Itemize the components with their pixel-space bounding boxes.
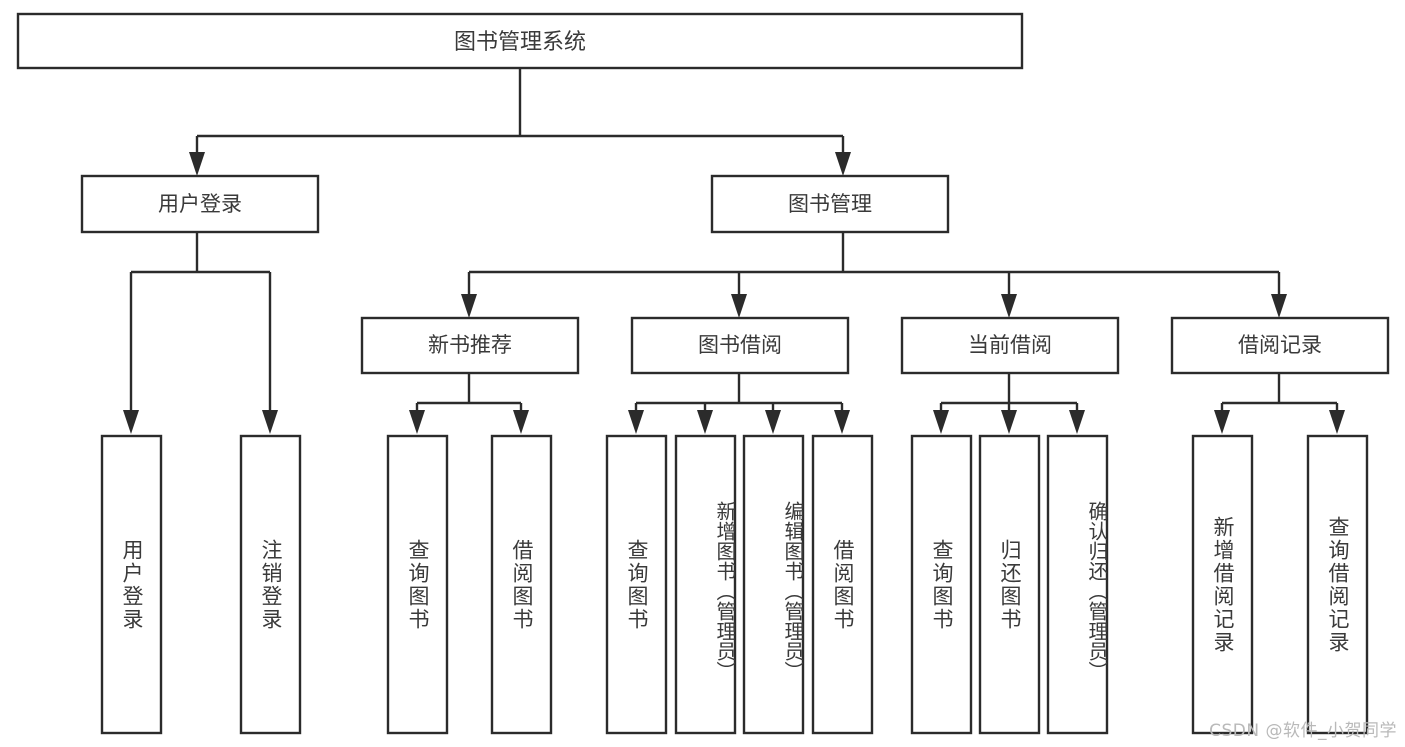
arrow-current-leaf-2 xyxy=(1001,410,1017,434)
node-new-book-recommend-label: 新书推荐 xyxy=(428,333,512,357)
node-book-manage[interactable]: 图书管理 xyxy=(710,174,950,234)
node-book-manage-box[interactable] xyxy=(710,174,950,234)
leaf-box-user-login[interactable] xyxy=(100,434,163,735)
arrow-user-leaf-2 xyxy=(262,410,278,434)
node-current-borrow-label: 当前借阅 xyxy=(968,333,1052,357)
leaf-box-return-book[interactable] xyxy=(978,434,1041,735)
arrow-record-leaf-1 xyxy=(1214,410,1230,434)
node-user-login[interactable]: 用户登录 xyxy=(80,174,320,234)
arrow-borrow-leaf-2 xyxy=(697,410,713,434)
connector-group xyxy=(123,68,1345,434)
node-root-box[interactable] xyxy=(16,12,1024,70)
leaf-box-query-record[interactable] xyxy=(1306,434,1369,735)
node-user-login-label: 用户登录 xyxy=(158,192,242,216)
node-book-manage-label: 图书管理 xyxy=(788,192,872,216)
arrow-borrow-leaf-1 xyxy=(628,410,644,434)
arrow-user-leaf-1 xyxy=(123,410,139,434)
leaf-box-query-book-new[interactable] xyxy=(386,434,449,735)
arrow-borrow-leaf-4 xyxy=(834,410,850,434)
arrow-root-to-book xyxy=(835,152,851,176)
node-current-borrow-box[interactable] xyxy=(900,316,1120,375)
leaf-box-confirm-return[interactable] xyxy=(1046,434,1109,735)
node-new-book-recommend[interactable]: 新书推荐 xyxy=(360,316,580,375)
arrow-newbook-leaf-1 xyxy=(409,410,425,434)
arrow-current-leaf-1 xyxy=(933,410,949,434)
arrow-borrow-leaf-3 xyxy=(765,410,781,434)
leaf-box-add-book[interactable] xyxy=(674,434,737,735)
leaf-box-borrow-book-new[interactable] xyxy=(490,434,553,735)
arrow-newbook-leaf-2 xyxy=(513,410,529,434)
node-root-label: 图书管理系统 xyxy=(454,30,586,55)
node-borrow-record[interactable]: 借阅记录 xyxy=(1170,316,1390,375)
node-book-borrow-label: 图书借阅 xyxy=(698,333,782,357)
leaf-box-logout[interactable] xyxy=(239,434,302,735)
arrow-book-child-3 xyxy=(1001,294,1017,318)
leaf-box-query-book-borrow[interactable] xyxy=(605,434,668,735)
node-current-borrow[interactable]: 当前借阅 xyxy=(900,316,1120,375)
arrow-record-leaf-2 xyxy=(1329,410,1345,434)
node-borrow-record-box[interactable] xyxy=(1170,316,1390,375)
arrow-book-child-4 xyxy=(1271,294,1287,318)
arrow-root-to-user xyxy=(189,152,205,176)
leaf-box-query-book-current[interactable] xyxy=(910,434,973,735)
node-user-login-box[interactable] xyxy=(80,174,320,234)
node-new-book-recommend-box[interactable] xyxy=(360,316,580,375)
node-borrow-record-label: 借阅记录 xyxy=(1238,333,1322,357)
arrow-current-leaf-3 xyxy=(1069,410,1085,434)
node-book-borrow[interactable]: 图书借阅 xyxy=(630,316,850,375)
leaf-box-borrow-book[interactable] xyxy=(811,434,874,735)
node-book-borrow-box[interactable] xyxy=(630,316,850,375)
node-root[interactable]: 图书管理系统 xyxy=(16,12,1024,70)
leaf-box-edit-book[interactable] xyxy=(742,434,805,735)
leaf-box-add-record[interactable] xyxy=(1191,434,1254,735)
arrow-book-child-2 xyxy=(731,294,747,318)
arrow-book-child-1 xyxy=(461,294,477,318)
